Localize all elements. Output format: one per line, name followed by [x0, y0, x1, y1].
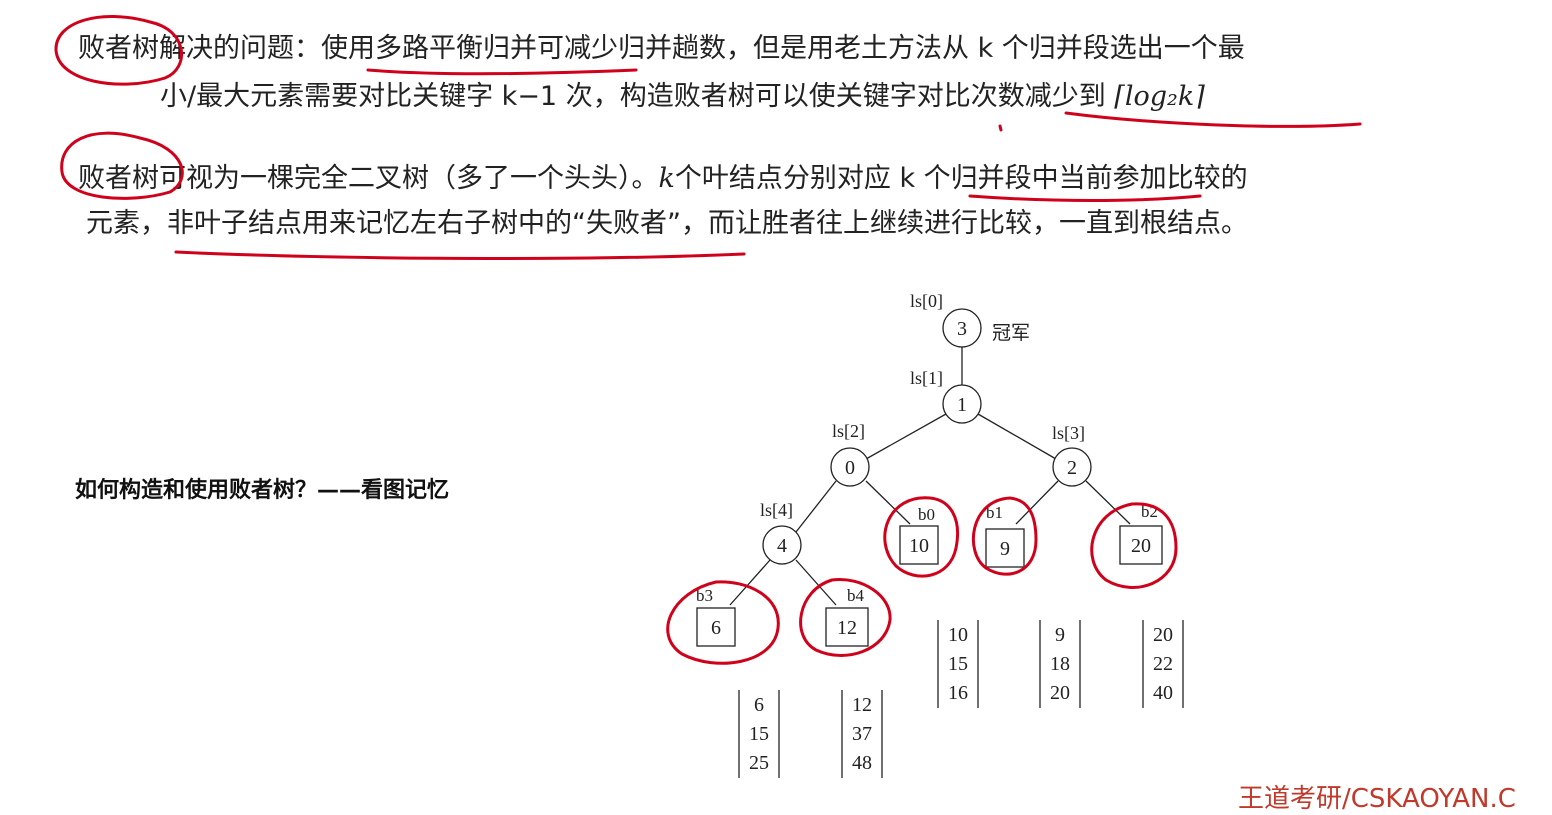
run-b0-v1: 15	[948, 653, 968, 675]
question-heading: 如何构造和使用败者树？——看图记忆	[75, 478, 450, 503]
value-b1: 9	[1000, 538, 1010, 560]
label-b0: b0	[918, 505, 935, 524]
value-b0: 10	[909, 535, 929, 557]
edge-ls4-b4	[795, 559, 837, 606]
edge-ls3-b1	[1015, 480, 1059, 525]
paragraph1-line1: 败者树解决的问题：使用多路平衡归并可减少归并趟数，但是用老土方法从 k 个归并段…	[78, 33, 1245, 64]
node-ls4	[762, 525, 802, 565]
value-ls4: 4	[777, 535, 787, 557]
run-b1-v1: 18	[1050, 653, 1070, 675]
run-b3-v2: 25	[749, 752, 769, 774]
run-b1-v2: 20	[1050, 682, 1070, 704]
value-ls3: 2	[1067, 457, 1077, 479]
run-b3-v0: 6	[754, 694, 764, 716]
label-b2: b2	[1141, 502, 1158, 521]
k-variable: k	[658, 163, 675, 194]
node-ls3	[1052, 447, 1092, 487]
run-b3-v1: 15	[749, 723, 769, 745]
champion-label: 冠军	[992, 322, 1030, 344]
paragraph2-line1-text-b: 个叶结点分别对应 k 个归并段中当前参加比较的	[674, 163, 1248, 194]
value-b2: 20	[1131, 535, 1151, 557]
value-ls2: 0	[845, 457, 855, 479]
run-b2-v1: 22	[1153, 653, 1173, 675]
run-b2-v2: 40	[1153, 682, 1173, 704]
run-b4-v1: 37	[852, 723, 872, 745]
value-b3: 6	[711, 617, 721, 639]
edge-ls2-ls4	[795, 480, 837, 533]
edge-ls2-b0	[865, 480, 911, 525]
run-b4-v2: 48	[852, 752, 872, 774]
paragraph1-line2: 小/最大元素需要对比关键字 k−1 次，构造败者树可以使关键字对比次数减少到 ⌈…	[160, 75, 1205, 119]
edge-ls3-b2	[1085, 480, 1131, 525]
edge-ls1-ls3	[977, 413, 1057, 460]
value-ls1: 1	[957, 394, 967, 416]
label-b4: b4	[847, 586, 865, 605]
value-b4: 12	[837, 617, 857, 639]
label-ls2: ls[2]	[832, 421, 865, 441]
node-ls1	[942, 384, 982, 424]
label-ls4: ls[4]	[760, 500, 793, 520]
node-ls0	[942, 308, 982, 348]
label-b1: b1	[986, 503, 1003, 522]
log-formula: ⌈log₂k⌉	[1114, 81, 1205, 112]
edge-ls4-b3	[729, 559, 771, 606]
paragraph1-line2-text: 小/最大元素需要对比关键字 k−1 次，构造败者树可以使关键字对比次数减少到	[160, 81, 1106, 112]
node-ls2	[830, 447, 870, 487]
run-b0-v0: 10	[948, 624, 968, 646]
loser-tree-diagram: ls[0] 3 冠军 ls[1] 1 ls[2] 0 ls[3] 2 ls[4]…	[696, 291, 1184, 778]
label-ls0: ls[0]	[910, 291, 943, 311]
label-ls3: ls[3]	[1052, 423, 1085, 443]
run-b4-v0: 12	[852, 694, 872, 716]
edge-ls1-ls2	[865, 413, 947, 460]
paragraph2-line2: 元素，非叶子结点用来记忆左右子树中的“失败者”，而让胜者往上继续进行比较，一直到…	[86, 208, 1248, 239]
label-ls1: ls[1]	[910, 368, 943, 388]
label-b3: b3	[696, 586, 713, 605]
run-b0-v2: 16	[948, 682, 968, 704]
watermark: 王道考研/CSKAOYAN.C	[1238, 784, 1516, 814]
value-ls0: 3	[957, 318, 967, 340]
run-b2-v0: 20	[1153, 624, 1173, 646]
run-b1-v0: 9	[1055, 624, 1065, 646]
